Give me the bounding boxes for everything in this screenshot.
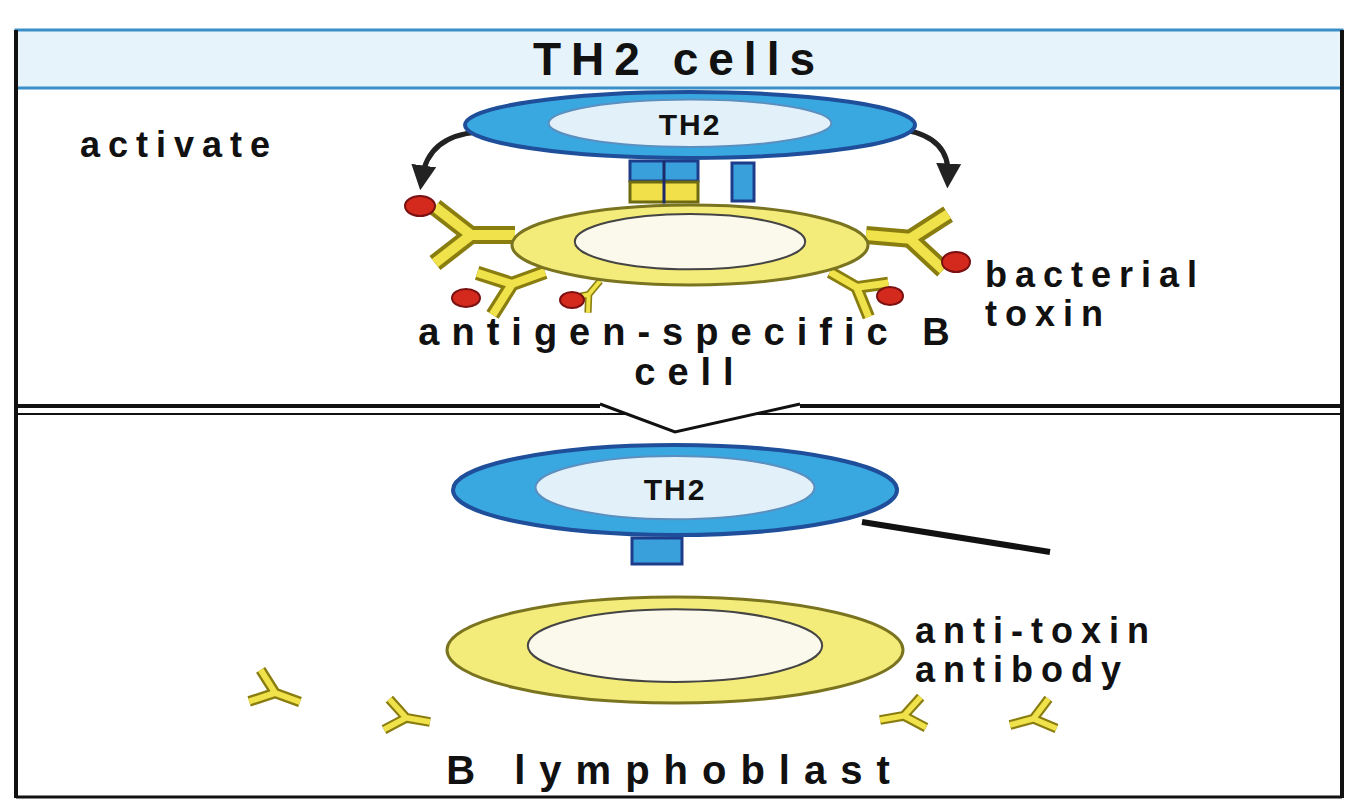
antibody <box>435 207 515 263</box>
th2-cell: TH2 <box>450 442 900 538</box>
cd40l-bar <box>732 163 754 201</box>
cell-label: B lymphoblast <box>315 749 1035 791</box>
label-wrap: bacterial toxin <box>985 256 1325 334</box>
panel-divider <box>800 404 1342 408</box>
pointer-line <box>862 522 1050 552</box>
step-chevron <box>600 404 800 432</box>
cell-outline <box>445 595 905 705</box>
cell-membrane <box>512 205 868 285</box>
cell-nucleus <box>575 214 805 269</box>
cd40l-stub <box>632 538 682 564</box>
antibody <box>877 697 926 735</box>
title: TH2 cells <box>533 36 825 82</box>
cell-name: TH2 <box>659 109 722 141</box>
title-band <box>16 30 1342 88</box>
cell-nucleus <box>536 456 815 519</box>
contact-connector <box>663 161 666 204</box>
cell-membrane <box>453 445 897 535</box>
antibody <box>864 207 949 270</box>
title-wrap: TH2 cells <box>16 30 1342 88</box>
toxin <box>452 289 480 307</box>
label-wrap: activate <box>80 126 400 165</box>
cell-nucleus <box>549 99 832 147</box>
annotation-label: activate <box>80 126 400 165</box>
label-wrap: anti-toxin antibody <box>915 612 1325 690</box>
toxin <box>560 292 584 308</box>
cell-membrane <box>465 92 915 158</box>
cell-label: antigen-specific B cell <box>390 313 990 393</box>
toxin <box>942 252 970 272</box>
cell-nucleus <box>528 609 822 682</box>
panel-divider <box>16 404 600 408</box>
antibody <box>1006 699 1056 740</box>
b-cell: B lymphoblast <box>445 595 905 705</box>
th2-cell: TH2 <box>462 89 918 161</box>
frame-line <box>16 796 1342 799</box>
cell-membrane <box>447 597 903 703</box>
b-cell: antigen-specific B cell <box>510 203 870 287</box>
annotation-label: bacterial toxin <box>985 256 1325 334</box>
antibody <box>249 670 306 718</box>
activate-arrow <box>422 132 478 178</box>
cell-name: TH2 <box>644 474 707 506</box>
activate-arrow <box>905 130 948 176</box>
toxin <box>877 287 903 305</box>
toxin <box>405 196 435 216</box>
annotation-label: anti-toxin antibody <box>915 612 1325 690</box>
antibody <box>384 699 433 737</box>
cell-outline <box>510 203 870 287</box>
